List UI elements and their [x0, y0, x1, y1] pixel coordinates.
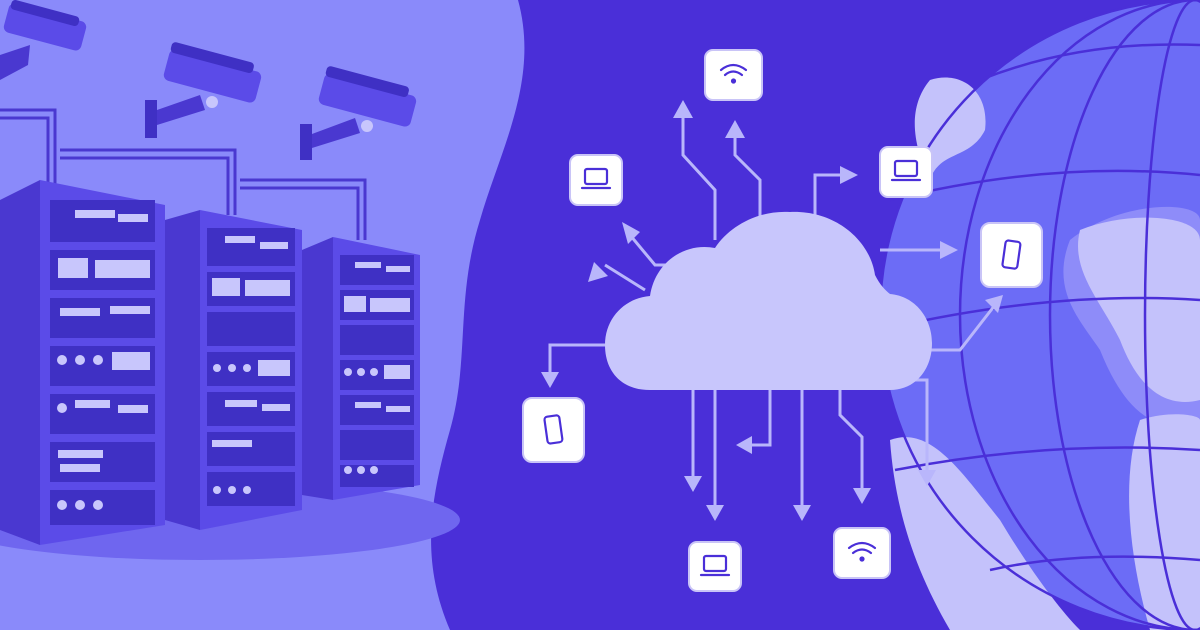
wifi-tile: [833, 527, 891, 579]
laptop-tile: [569, 154, 623, 206]
security-camera-icon: [145, 42, 262, 138]
cloud-icon: [605, 211, 932, 390]
server-rack-icon: [302, 237, 420, 500]
globe-icon: [878, 0, 1200, 630]
laptop-icon: [699, 554, 731, 577]
cables: [0, 108, 367, 240]
wifi-icon: [847, 541, 877, 562]
laptop-icon: [890, 159, 922, 182]
laptop-tile: [879, 146, 933, 198]
security-camera-icon: [0, 0, 87, 80]
smartphone-tile: [522, 397, 585, 463]
wifi-icon: [719, 63, 748, 84]
wifi-tile: [704, 49, 763, 101]
server-rack-icon: [0, 180, 165, 545]
smartphone-icon: [1001, 239, 1022, 270]
laptop-tile: [688, 541, 742, 592]
laptop-icon: [580, 167, 612, 190]
security-camera-icon: [300, 66, 417, 160]
server-rack-icon: [165, 210, 302, 530]
smartphone-icon: [543, 414, 564, 445]
smartphone-tile: [980, 222, 1043, 288]
